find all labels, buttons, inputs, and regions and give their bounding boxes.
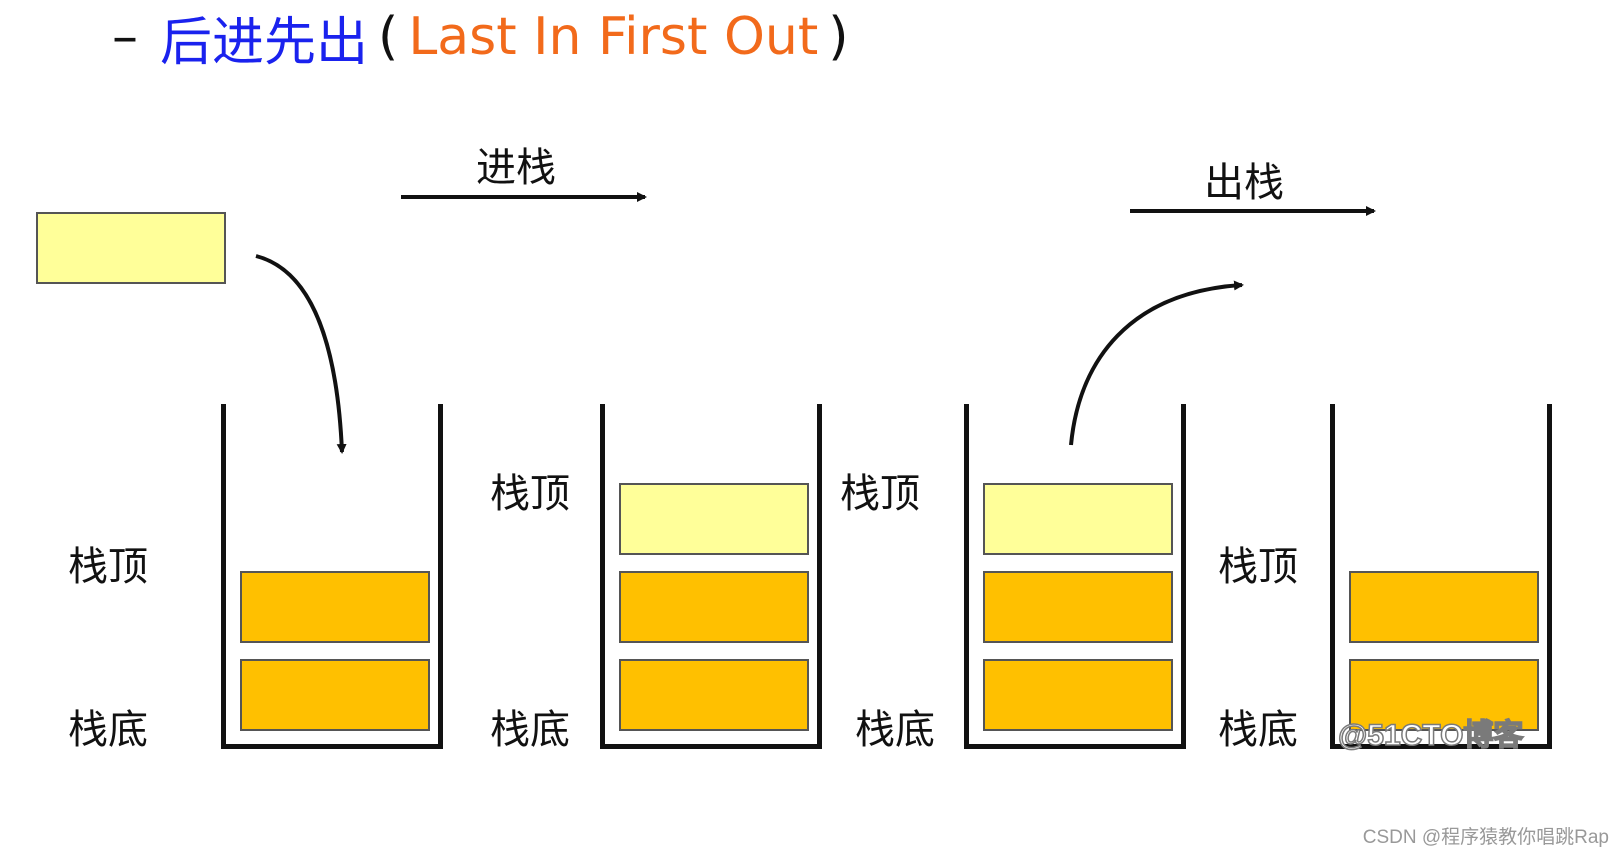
stack-initial [221, 404, 443, 749]
title-english: Last In First Out [408, 7, 819, 67]
stack-block [240, 659, 430, 731]
push-label: 进栈 [476, 145, 556, 191]
watermark-csdn: CSDN @程序猿教你唱跳Rap [1362, 827, 1609, 848]
stack-block [240, 571, 430, 643]
stack-bottom-label: 栈底 [855, 707, 935, 753]
stack-block [619, 659, 809, 731]
title-paren-close: ) [828, 7, 849, 67]
stack-top-label: 栈顶 [840, 471, 920, 517]
stack-block [619, 571, 809, 643]
stack-bottom-label: 栈底 [490, 707, 570, 753]
pop-curve-arrow [1069, 280, 1244, 446]
title-line: – 后进先出 ( Last In First Out ) [112, 2, 859, 73]
stack-block [983, 659, 1173, 731]
title-chinese: 后进先出 [160, 12, 369, 73]
stack-block [1349, 659, 1539, 731]
stack-top-label: 栈顶 [1218, 544, 1298, 590]
stack-top-label: 栈顶 [68, 544, 148, 590]
title-dash: – [112, 7, 138, 67]
stack-after-push [600, 404, 822, 749]
stack-top-label: 栈顶 [490, 471, 570, 517]
stack-bottom-label: 栈底 [1218, 707, 1298, 753]
stack-bottom-label: 栈底 [68, 707, 148, 753]
stack-block [1349, 571, 1539, 643]
stack-after-pop [1330, 404, 1552, 749]
incoming-block [36, 212, 226, 284]
stack-before-pop [964, 404, 1186, 749]
stack-block-new [619, 483, 809, 555]
pop-label: 出栈 [1204, 160, 1284, 206]
push-curve-arrow [255, 254, 347, 454]
watermark-51cto: @51CTO博客 [1337, 718, 1524, 753]
title-paren-open: ( [378, 7, 399, 67]
stack-block-new [983, 483, 1173, 555]
stack-block [983, 571, 1173, 643]
